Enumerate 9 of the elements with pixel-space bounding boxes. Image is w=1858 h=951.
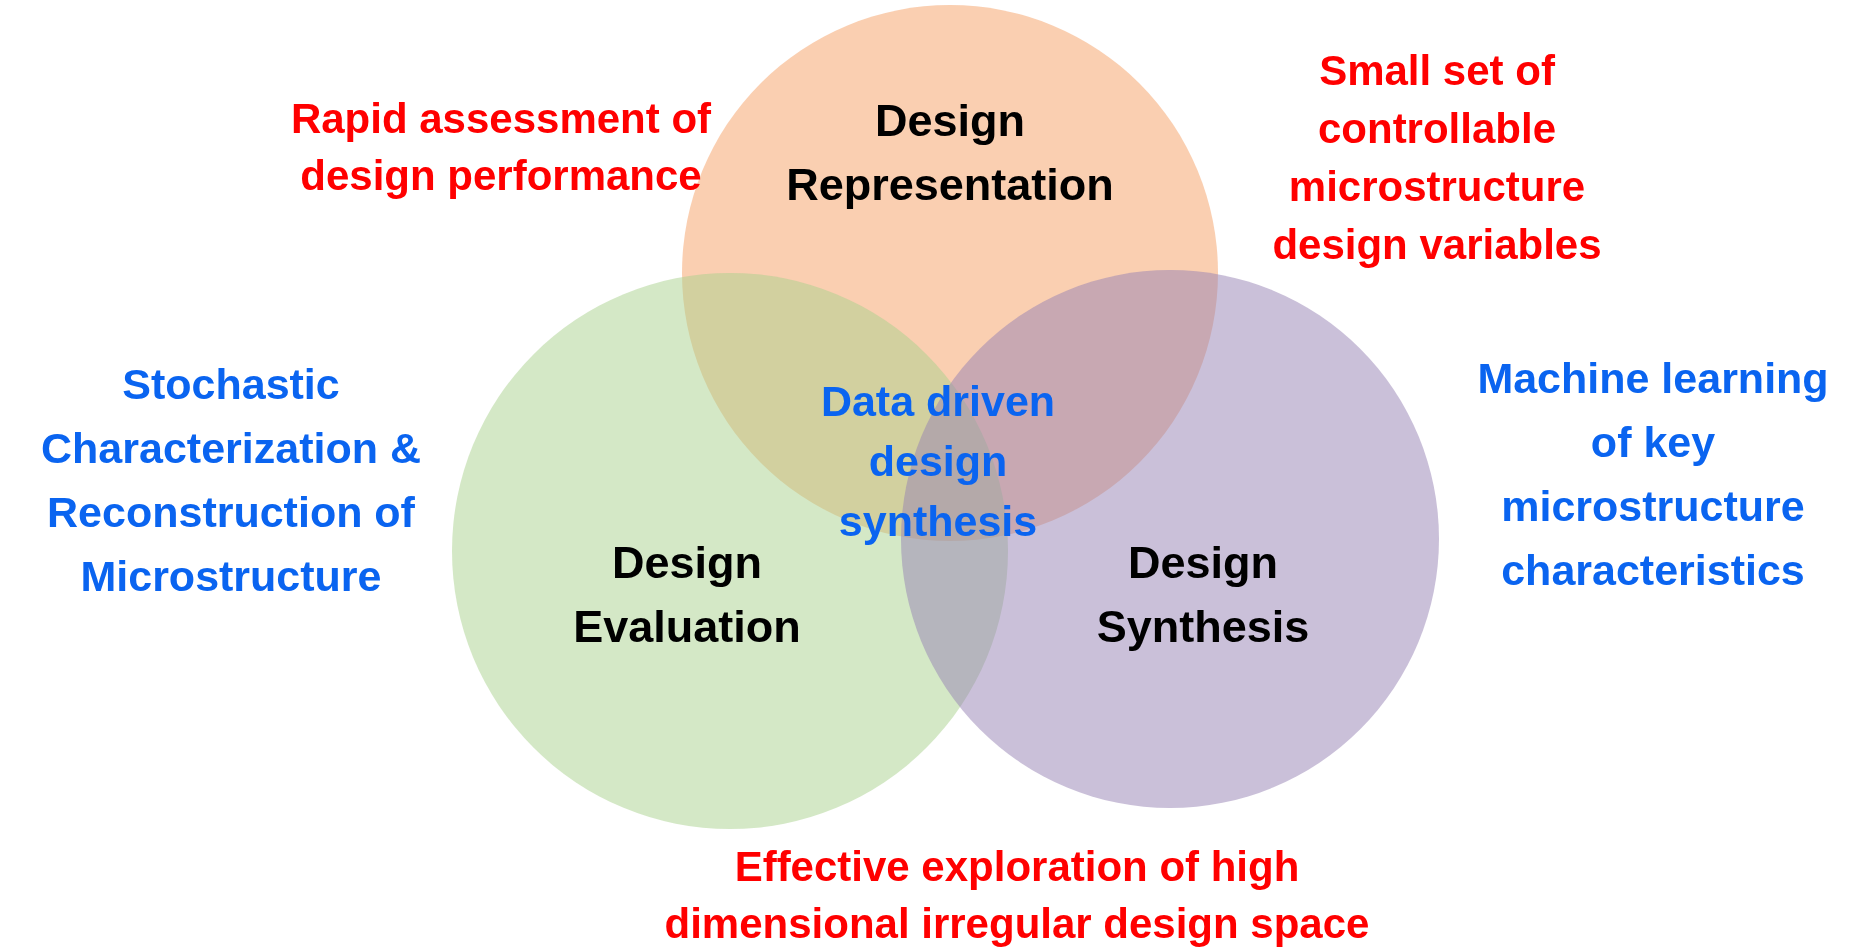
circle-title: Design Evaluation [572,536,802,654]
annotation-text: Small set of controllable microstructure design variables [1271,46,1603,270]
annotation-text: Data driven design synthesis [819,376,1057,547]
annotation-text: Rapid assessment of design performance [289,94,713,201]
circle-title: Design Representation [785,94,1115,212]
annotation-text: Machine learning of key microstructure characteristics [1476,353,1830,596]
annotation-text: Stochastic Characterization & Reconstruction of Microstructure [40,359,422,602]
circle-title: Design Synthesis [1095,536,1311,654]
annotation-text: Effective exploration of high dimensional irregular design space [663,842,1371,949]
